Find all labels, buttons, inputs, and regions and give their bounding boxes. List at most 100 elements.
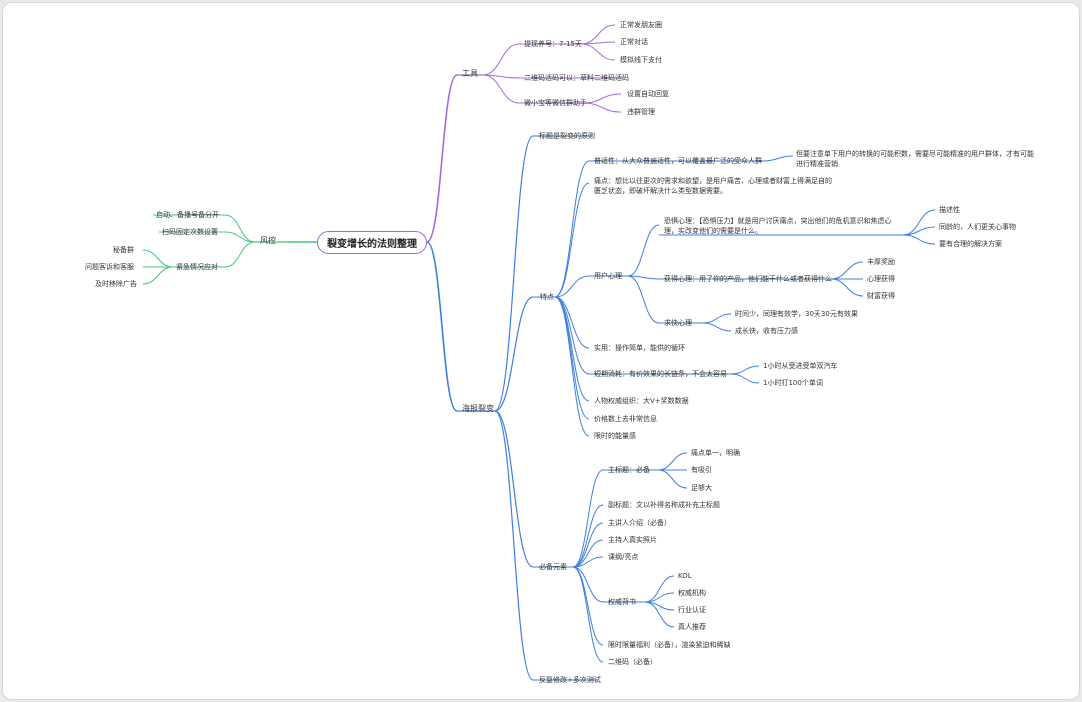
topic-subtitle[interactable]: 副标题：文以补得名称成补充主标题 bbox=[608, 501, 720, 509]
topic-short-term-2[interactable]: 1小时打100个单词 bbox=[763, 379, 823, 387]
connector bbox=[644, 601, 675, 628]
topic-endorsement[interactable]: 权威背书 bbox=[608, 598, 636, 606]
topic-short-term[interactable]: 短期消耗：有价效果的长链条，不会太容易 bbox=[594, 370, 727, 378]
topic-quick-1[interactable]: 时间少，同理有效学，30天30元有效果 bbox=[735, 310, 858, 318]
connector bbox=[554, 296, 590, 437]
topic-qrcode[interactable]: 二维码（必备） bbox=[608, 658, 657, 666]
topic-limited-offer[interactable]: 限时限量福利（必备），渲染紧迫和稀缺 bbox=[608, 641, 731, 649]
connector bbox=[572, 556, 604, 568]
topic-tools-account-1[interactable]: 正常发朋友圈 bbox=[620, 21, 662, 29]
topic-endorsement-4[interactable]: 真人推荐 bbox=[678, 623, 706, 631]
connector bbox=[224, 214, 256, 243]
connector bbox=[494, 410, 534, 681]
connector bbox=[482, 74, 520, 104]
topic-test[interactable]: 反复修改+多次测试 bbox=[539, 676, 601, 684]
connector bbox=[554, 182, 590, 298]
connector bbox=[482, 43, 520, 76]
topic-risk-3-1[interactable]: 秘备群 bbox=[113, 246, 134, 254]
connector bbox=[224, 231, 256, 243]
topic-risk-2[interactable]: 扫码固定次数设置 bbox=[162, 228, 218, 236]
connector bbox=[702, 322, 732, 332]
topic-universal[interactable]: 普适性：从大众普遍适性，可以覆盖最广泛的受众人群 bbox=[594, 157, 762, 165]
connector bbox=[554, 296, 590, 402]
connector bbox=[426, 241, 458, 412]
connector bbox=[224, 241, 256, 268]
connector bbox=[572, 539, 604, 568]
connector bbox=[627, 275, 660, 280]
topic-fear-2[interactable]: 同龄的，人们更关心事物 bbox=[939, 223, 1016, 231]
topic-universal-note[interactable]: 但要注意单下用户的转换的可能积数，需要尽可能精准的用户群体，才有可能进行精准营销 bbox=[796, 150, 1034, 168]
topic-painpoint[interactable]: 痛点：想比以往更次的需求和欲望，是用户痛苦、心理或者财富上得满足自的匮乏状态，即… bbox=[594, 177, 832, 195]
topic-tools-group-helper[interactable]: 微小宝等微信群助手 bbox=[524, 99, 587, 107]
topic-outline[interactable]: 课纲/亮点 bbox=[608, 553, 639, 561]
connector bbox=[902, 234, 936, 245]
connector bbox=[644, 575, 675, 603]
connector bbox=[730, 365, 760, 375]
topic-endorsement-1[interactable]: KOL bbox=[678, 572, 692, 580]
connector bbox=[572, 469, 604, 568]
topic-required-elements[interactable]: 必备元素 bbox=[539, 563, 567, 571]
connector bbox=[554, 160, 590, 298]
connector bbox=[142, 249, 174, 268]
connector bbox=[762, 155, 794, 162]
connector bbox=[627, 275, 660, 324]
connector bbox=[554, 296, 590, 420]
topic-risk[interactable]: 风控 bbox=[260, 236, 276, 245]
topic-speaker[interactable]: 主讲人介绍（必备） bbox=[608, 519, 671, 527]
topic-tools[interactable]: 工具 bbox=[462, 69, 478, 78]
connector bbox=[830, 278, 864, 297]
topic-fear-1[interactable]: 描述性 bbox=[939, 206, 960, 214]
topic-features[interactable]: 特点 bbox=[540, 293, 554, 301]
connector bbox=[572, 566, 604, 603]
topic-price[interactable]: 价格数上去非常信息 bbox=[594, 415, 657, 423]
central-topic[interactable]: 裂变增长的法则整理 bbox=[317, 231, 427, 254]
connector bbox=[494, 296, 534, 412]
connector bbox=[580, 24, 616, 45]
connector bbox=[902, 209, 936, 236]
topic-practical[interactable]: 实用：操作简单，能供的循环 bbox=[594, 344, 685, 352]
connector bbox=[572, 566, 604, 663]
topic-risk-3-2[interactable]: 问题客诉和客服 bbox=[85, 263, 134, 271]
topic-time-limit[interactable]: 限时的能量感 bbox=[594, 432, 636, 440]
topic-poster-title[interactable]: 标题是裂变的原则 bbox=[539, 132, 595, 140]
topic-fear-3[interactable]: 要有合理的解决方案 bbox=[939, 240, 1002, 248]
topic-main-title-2[interactable]: 有吸引 bbox=[691, 466, 712, 474]
topic-fear[interactable]: 恐惧心理：【恐惧压力】就是用户讨厌痛点，突出他们的危机意识和焦虑心理，实改变他们… bbox=[664, 217, 892, 235]
topic-main-title-1[interactable]: 痛点单一，明确 bbox=[691, 449, 740, 457]
topic-host-photo[interactable]: 主持人真实照片 bbox=[608, 536, 657, 544]
connector bbox=[830, 261, 864, 280]
topic-risk-1[interactable]: 启动、备播号备分开 bbox=[156, 211, 219, 219]
topic-tools-helper-2[interactable]: 违群管理 bbox=[627, 108, 655, 116]
connector-lines bbox=[142, 24, 936, 681]
topic-gain[interactable]: 获得心理：用了你的产品，他们能干什么或者获得什么 bbox=[664, 275, 832, 283]
topic-poster[interactable]: 海报裂变 bbox=[462, 404, 494, 413]
connector bbox=[730, 373, 760, 384]
connector bbox=[572, 522, 604, 568]
topic-gain-2[interactable]: 心理获得 bbox=[867, 275, 895, 283]
topic-risk-3[interactable]: 紧急情况应对 bbox=[176, 263, 218, 271]
topic-quick[interactable]: 求快心理 bbox=[664, 319, 692, 327]
topic-gain-3[interactable]: 财富获得 bbox=[867, 292, 895, 300]
connector bbox=[142, 266, 174, 285]
topic-endorsement-2[interactable]: 权威机构 bbox=[678, 589, 706, 597]
topic-tools-account-3[interactable]: 模拟线下支付 bbox=[620, 56, 662, 64]
topic-authority[interactable]: 人物权威组织：大V+奖数数据 bbox=[594, 397, 689, 405]
topic-gain-1[interactable]: 丰厚奖励 bbox=[867, 258, 895, 266]
topic-endorsement-3[interactable]: 行业认证 bbox=[678, 606, 706, 614]
topic-tools-account[interactable]: 提现养号：7-15天 bbox=[524, 40, 582, 48]
connector bbox=[494, 410, 534, 568]
topic-risk-3-3[interactable]: 及时移除广告 bbox=[95, 280, 137, 288]
topic-tools-helper-1[interactable]: 设置自动回复 bbox=[627, 90, 669, 98]
topic-user-psychology[interactable]: 用户心理 bbox=[594, 272, 622, 280]
connector bbox=[582, 93, 622, 104]
topic-main-title-3[interactable]: 足够大 bbox=[691, 484, 712, 492]
connector bbox=[627, 224, 660, 277]
topic-quick-2[interactable]: 成长快，收有压力感 bbox=[735, 327, 798, 335]
topic-short-term-1[interactable]: 1小时从受进受单双汽车 bbox=[763, 362, 838, 370]
connector bbox=[582, 102, 622, 113]
topic-tools-qrcode[interactable]: 二维码活码可以：草料二维码活码 bbox=[524, 74, 629, 82]
topic-tools-account-2[interactable]: 正常对话 bbox=[620, 38, 648, 46]
connector bbox=[702, 313, 732, 324]
topic-main-title[interactable]: 主标题：必备 bbox=[608, 466, 650, 474]
